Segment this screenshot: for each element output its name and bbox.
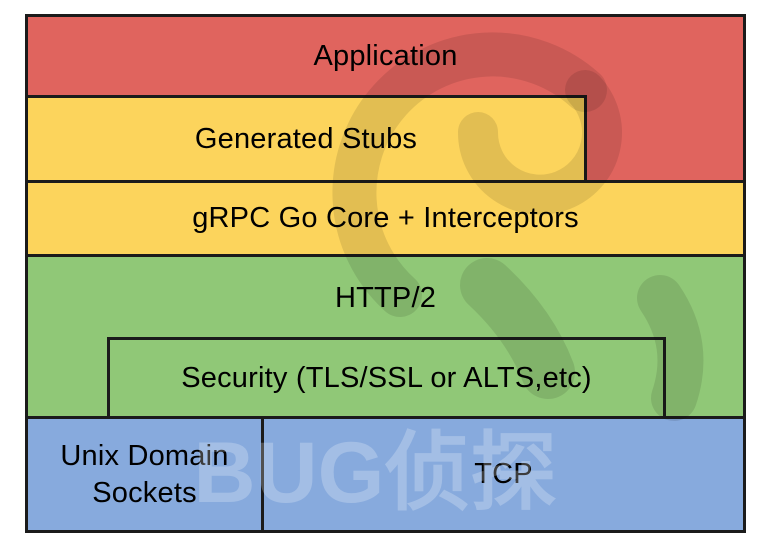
diagram-outer-border: Application Generated Stubs gRPC Go Core… bbox=[25, 14, 746, 533]
grpc-core-label: gRPC Go Core + Interceptors bbox=[192, 202, 579, 235]
layer-generated-stubs: Generated Stubs bbox=[28, 95, 587, 180]
security-box: Security (TLS/SSL or ALTS,etc) bbox=[107, 337, 666, 416]
layer-transport: Unix Domain Sockets TCP bbox=[28, 419, 743, 530]
generated-stubs-label: Generated Stubs bbox=[194, 122, 418, 155]
application-label: Application bbox=[313, 39, 458, 72]
layer-application: Application Generated Stubs bbox=[28, 17, 743, 183]
layer-grpc-core: gRPC Go Core + Interceptors bbox=[28, 183, 743, 257]
security-label: Security (TLS/SSL or ALTS,etc) bbox=[181, 361, 592, 394]
layer-tcp: TCP bbox=[264, 419, 743, 530]
layer-http2: HTTP/2 Security (TLS/SSL or ALTS,etc) bbox=[28, 257, 743, 419]
tcp-label: TCP bbox=[474, 458, 533, 491]
unix-domain-sockets-label: Unix Domain Sockets bbox=[60, 440, 229, 509]
layer-unix-domain-sockets: Unix Domain Sockets bbox=[28, 419, 264, 530]
http2-label: HTTP/2 bbox=[334, 281, 437, 314]
